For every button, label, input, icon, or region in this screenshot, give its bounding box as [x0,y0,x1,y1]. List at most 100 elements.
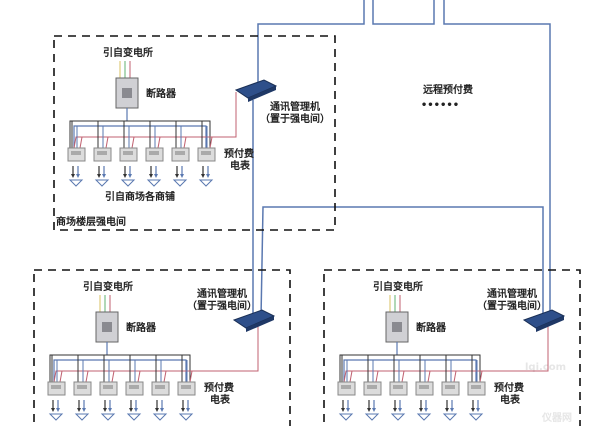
meter-comm [427,370,431,383]
breaker-switch [392,322,402,332]
comm-manager-side [536,316,564,332]
meter-label-2: 电表 [210,393,231,406]
meter-display [149,151,159,155]
meter-display [71,151,81,155]
comm-line [343,322,549,383]
arrow-down-icon [393,408,397,412]
arrow-down-icon [103,408,107,412]
arrow-down-icon [71,174,75,178]
ground-triangle-icon [416,413,432,421]
outlet-label: 引自商场各商铺 [105,190,175,203]
arrow-down-icon [206,174,210,178]
meter-display [341,385,351,389]
ground-triangle-icon [100,413,116,421]
meter-display [201,151,211,155]
arrow-down-icon [450,408,454,412]
meter-display [103,385,113,389]
arrow-down-icon [128,174,132,178]
arrow-down-icon [123,174,127,178]
meter-comm [85,370,89,383]
bus-line-neutral [49,354,191,382]
meter-label-1: 预付费 [204,381,234,394]
meter-display [77,385,87,389]
ground-triangle-icon [198,179,214,187]
meter-display [181,385,191,389]
network-wires [252,0,551,319]
ground-triangle-icon [172,179,188,187]
network-line-top-panel [257,0,365,88]
meter-comm [453,370,457,383]
arrow-down-icon [129,408,133,412]
watermark-line1: lqi.com [525,362,566,373]
arrow-down-icon [160,408,164,412]
ground-triangle-icon [146,179,162,187]
arrow-down-icon [372,408,376,412]
remote-ellipsis: •••••• [421,100,459,111]
meter-display [419,385,429,389]
ground-triangle-icon [48,413,64,421]
room-boundary [323,269,581,426]
comm-line [73,92,237,149]
source-label: 引自变电所 [373,280,423,293]
ground-triangle-icon [68,179,84,187]
meter-display [445,385,455,389]
meter-label-2: 电表 [230,159,251,172]
meter-display [155,385,165,389]
meter-comm [59,370,63,383]
meter-display [97,151,107,155]
room-boundary [33,269,291,426]
arrow-down-icon [181,408,185,412]
ground-triangle-icon [468,413,484,421]
network-line-loop [372,0,435,25]
arrow-down-icon [476,408,480,412]
meter-display [123,151,133,155]
arrow-down-icon [108,408,112,412]
meter-label-2: 电表 [500,393,521,406]
arrow-down-icon [201,174,205,178]
meter-comm [479,370,483,383]
comm-manager-location: （置于强电间） [187,299,257,312]
bus-line-neutral [339,354,481,382]
ground-triangle-icon [74,413,90,421]
ground-triangle-icon [338,413,354,421]
meter-label-1: 预付费 [494,381,524,394]
arrow-down-icon [149,174,153,178]
remote-prepaid-label: 远程预付费 [423,83,473,96]
meter-label-1: 预付费 [224,147,254,160]
ground-triangle-icon [94,179,110,187]
arrow-down-icon [154,174,158,178]
meter-comm [105,136,109,149]
arrow-down-icon [51,408,55,412]
arrow-down-icon [76,174,80,178]
ground-triangle-icon [178,413,194,421]
comm-manager-side [246,316,274,332]
arrow-down-icon [419,408,423,412]
arrow-down-icon [82,408,86,412]
breaker-label: 断路器 [416,321,447,334]
meter-comm [111,370,115,383]
meter-comm [163,370,167,383]
arrow-down-icon [424,408,428,412]
arrow-down-icon [445,408,449,412]
bus-line-neutral [69,120,211,148]
ground-triangle-icon [126,413,142,421]
meter-comm [79,136,83,149]
meter-display [129,385,139,389]
breaker-switch [102,322,112,332]
arrow-down-icon [471,408,475,412]
arrow-down-icon [97,174,101,178]
meter-display [471,385,481,389]
meter-display [175,151,185,155]
arrow-down-icon [77,408,81,412]
arrow-down-icon [180,174,184,178]
arrow-down-icon [102,174,106,178]
room-label: 商场楼层强电间 [56,215,126,228]
comm-manager-label: 通讯管理机 [197,287,247,300]
arrow-down-icon [155,408,159,412]
meter-comm [209,136,213,149]
watermark-line2: 仪器网 [541,412,572,424]
meter-display [367,385,377,389]
